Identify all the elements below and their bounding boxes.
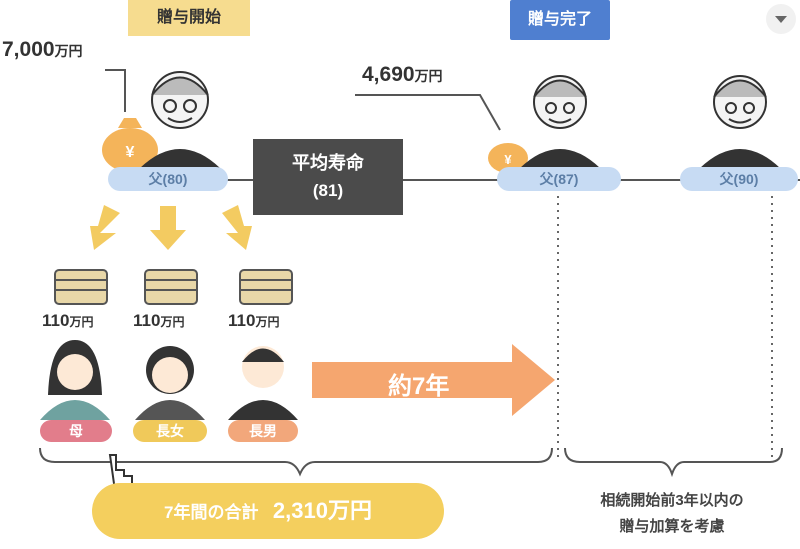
note-line-2: 贈与加算を考慮 — [619, 518, 725, 535]
gift-amount-number: 110 — [228, 311, 256, 330]
gift-amount-unit: 万円 — [160, 315, 185, 329]
gift-amount-number: 110 — [42, 311, 70, 330]
gift-complete-label: 贈与完了 — [527, 11, 592, 28]
mother-icon — [40, 340, 110, 420]
down-arrow-icon-right — [222, 205, 252, 250]
total-amount: 2,310万円 — [272, 498, 372, 523]
father-icon-90 — [700, 75, 780, 168]
cash-stack-icon-1 — [54, 269, 108, 305]
bracket-left — [39, 447, 553, 477]
duration-arrow-label: 約7年 — [388, 373, 450, 400]
gift-amount-label: 110万円 — [42, 311, 93, 331]
remaining-amount: 4,690万円 — [362, 63, 443, 87]
leader-line-remaining — [355, 94, 501, 131]
initial-amount-number: 7,000 — [2, 38, 55, 61]
svg-text:¥: ¥ — [504, 152, 512, 167]
remaining-amount-unit: 万円 — [414, 68, 443, 84]
father-pill-87: 父(87) — [497, 167, 621, 191]
life-expectancy-title: 平均寿命 — [292, 153, 364, 173]
inheritance-note: 相続開始前3年以内の 贈与加算を考慮 — [552, 488, 792, 540]
initial-amount-unit: 万円 — [54, 43, 83, 59]
recipient-label-daughter: 長女 — [133, 420, 207, 442]
initial-amount: 7,000万円 — [2, 38, 83, 62]
life-expectancy-box: 平均寿命 (81) — [253, 139, 403, 215]
total-badge: 7年間の合計 2,310万円 — [92, 483, 444, 539]
money-bag-small-icon: ¥ — [488, 143, 528, 173]
bracket-right — [564, 447, 783, 478]
total-prefix: 7年間の合計 — [164, 503, 259, 522]
father-pill-80: 父(80) — [108, 167, 228, 191]
note-line-1: 相続開始前3年以内の — [600, 492, 744, 509]
cash-stack-icon-3 — [239, 269, 293, 305]
down-arrow-icon-center — [150, 206, 186, 250]
gift-amount-label: 110万円 — [133, 311, 184, 331]
recipient-label-son: 長男 — [228, 420, 298, 442]
svg-text:¥: ¥ — [126, 144, 135, 161]
gift-start-label: 贈与開始 — [156, 9, 221, 26]
daughter-icon — [135, 346, 205, 420]
father-icon-80 — [140, 71, 220, 168]
duration-arrow-shape — [312, 344, 555, 416]
father-icon-87 — [520, 75, 600, 168]
gift-amount-unit: 万円 — [255, 315, 280, 329]
father-pill-90: 父(90) — [680, 167, 798, 191]
down-arrow-icon-left — [90, 205, 120, 250]
menu-dropdown-button[interactable] — [766, 4, 796, 34]
money-bag-icon: ¥ — [102, 118, 158, 172]
recipient-label-mother: 母 — [40, 420, 112, 442]
remaining-amount-number: 4,690 — [362, 63, 415, 86]
gift-amount-label: 110万円 — [228, 311, 279, 331]
son-icon — [228, 346, 298, 420]
gift-complete-callout: 贈与完了 — [510, 0, 610, 40]
chevron-down-icon — [775, 16, 787, 23]
cash-stack-icon-2 — [144, 269, 198, 305]
gift-amount-unit: 万円 — [69, 315, 94, 329]
gift-start-callout: 贈与開始 — [128, 0, 250, 36]
life-expectancy-value: (81) — [312, 181, 344, 200]
gift-amount-number: 110 — [133, 311, 161, 330]
leader-line-initial — [105, 69, 126, 112]
